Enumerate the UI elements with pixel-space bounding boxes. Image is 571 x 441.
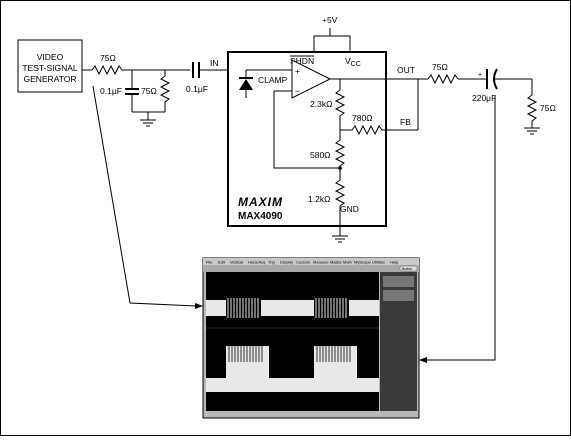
probe-arrows xyxy=(92,85,496,363)
oscilloscope-screen: File Edit Vertical Horiz/Acq Trig Displa… xyxy=(202,257,420,419)
pin-gnd-label: GND xyxy=(340,204,359,214)
scope-menu-8: Masks xyxy=(330,260,342,265)
supply-label: +5V xyxy=(322,15,338,25)
input-cap-value: 0.1μF xyxy=(186,84,208,94)
pin-fb-label: FB xyxy=(400,117,411,127)
generator-label-1: VIDEO xyxy=(37,52,64,62)
c-out-value: 220μF xyxy=(472,93,496,103)
scope-footer-6: 1000 pts xyxy=(350,402,365,407)
scope-menu-12: Help xyxy=(390,260,399,265)
termination-cap-value: 0.1μF xyxy=(100,86,122,96)
scope-menu-7: Measure xyxy=(313,260,329,265)
scope-menu-4: Trig xyxy=(268,260,275,265)
scope-menu-6: Cursors xyxy=(296,260,310,265)
scope-menu-9: Math xyxy=(343,260,352,265)
pin-vcc-label: VCC xyxy=(345,56,361,68)
pin-shdn-label: SHDN xyxy=(290,56,314,66)
video-generator-block: VIDEO TEST-SIGNAL GENERATOR xyxy=(17,39,83,93)
pin-in-label: IN xyxy=(210,58,219,68)
scope-button[interactable] xyxy=(399,265,418,272)
r-load-value: 75Ω xyxy=(540,103,556,113)
r-mid-value: 580Ω xyxy=(310,150,331,160)
op-amp: + − xyxy=(273,59,342,169)
input-termination: 0.1μF 75Ω xyxy=(100,70,171,127)
input-coupling-cap: 0.1μF IN xyxy=(186,58,228,94)
max4090-chip: SHDN VCC GND MAXIM MAX4090 xyxy=(227,51,387,227)
scope-menu-10: MyScope xyxy=(354,260,371,265)
scope-footer-1: 500mV xyxy=(220,405,233,410)
scope-menu-11: Utilities xyxy=(372,260,385,265)
arrow-head-output xyxy=(419,357,427,363)
cap-polarity: + xyxy=(478,72,482,79)
scope-label-black-2: BLACK xyxy=(320,279,347,288)
input-series-resistor-value: 75Ω xyxy=(100,53,116,63)
scope-label-white: WHITE xyxy=(278,279,304,288)
termination-resistor-value: 75Ω xyxy=(141,86,157,96)
r-fb-value: 780Ω xyxy=(352,113,373,123)
r-bot-value: 1.2kΩ xyxy=(308,194,330,204)
clamp-label: CLAMP xyxy=(258,75,288,85)
pin-out-label: OUT xyxy=(397,65,415,75)
scope-label-black-1: BLACK xyxy=(231,279,258,288)
scope-menu-2: Vertical xyxy=(230,260,243,265)
op-amp-minus: − xyxy=(295,86,300,96)
r-top-value: 2.3kΩ xyxy=(310,99,332,109)
scope-button-label: Button xyxy=(402,267,412,271)
feedback-network: 2.3kΩ 780Ω FB 580Ω 1.2kΩ xyxy=(308,78,419,243)
op-amp-plus: + xyxy=(295,66,300,76)
scope-footer-5: 10GS/s xyxy=(333,402,346,407)
scope-menu-1: Edit xyxy=(218,260,226,265)
supply-rail: +5V xyxy=(313,15,351,52)
r-out-value: 75Ω xyxy=(432,62,448,72)
maxim-logo: MAXIM xyxy=(238,195,283,209)
clamp-diode: CLAMP xyxy=(239,69,292,98)
scope-menu-0: File xyxy=(206,260,213,265)
scope-menu-5: Display xyxy=(280,260,293,265)
scope-footer-3: 500mV xyxy=(272,405,285,410)
output-network: OUT 75Ω + 220μF 75Ω xyxy=(397,62,556,135)
scope-footer-2: Ch2 xyxy=(260,405,268,410)
arrow-head-input xyxy=(195,303,203,309)
generator-label-2: TEST-SIGNAL xyxy=(22,63,78,73)
scope-footer-0: Ch1 xyxy=(208,405,216,410)
part-number: MAX4090 xyxy=(238,211,283,222)
scope-footer-4: M 400ns xyxy=(316,402,331,407)
scope-menubar xyxy=(203,258,419,265)
input-series-resistor: 75Ω xyxy=(82,53,190,76)
scope-menu-3: Horiz/Acq xyxy=(248,260,265,265)
generator-label-3: GENERATOR xyxy=(23,74,76,84)
